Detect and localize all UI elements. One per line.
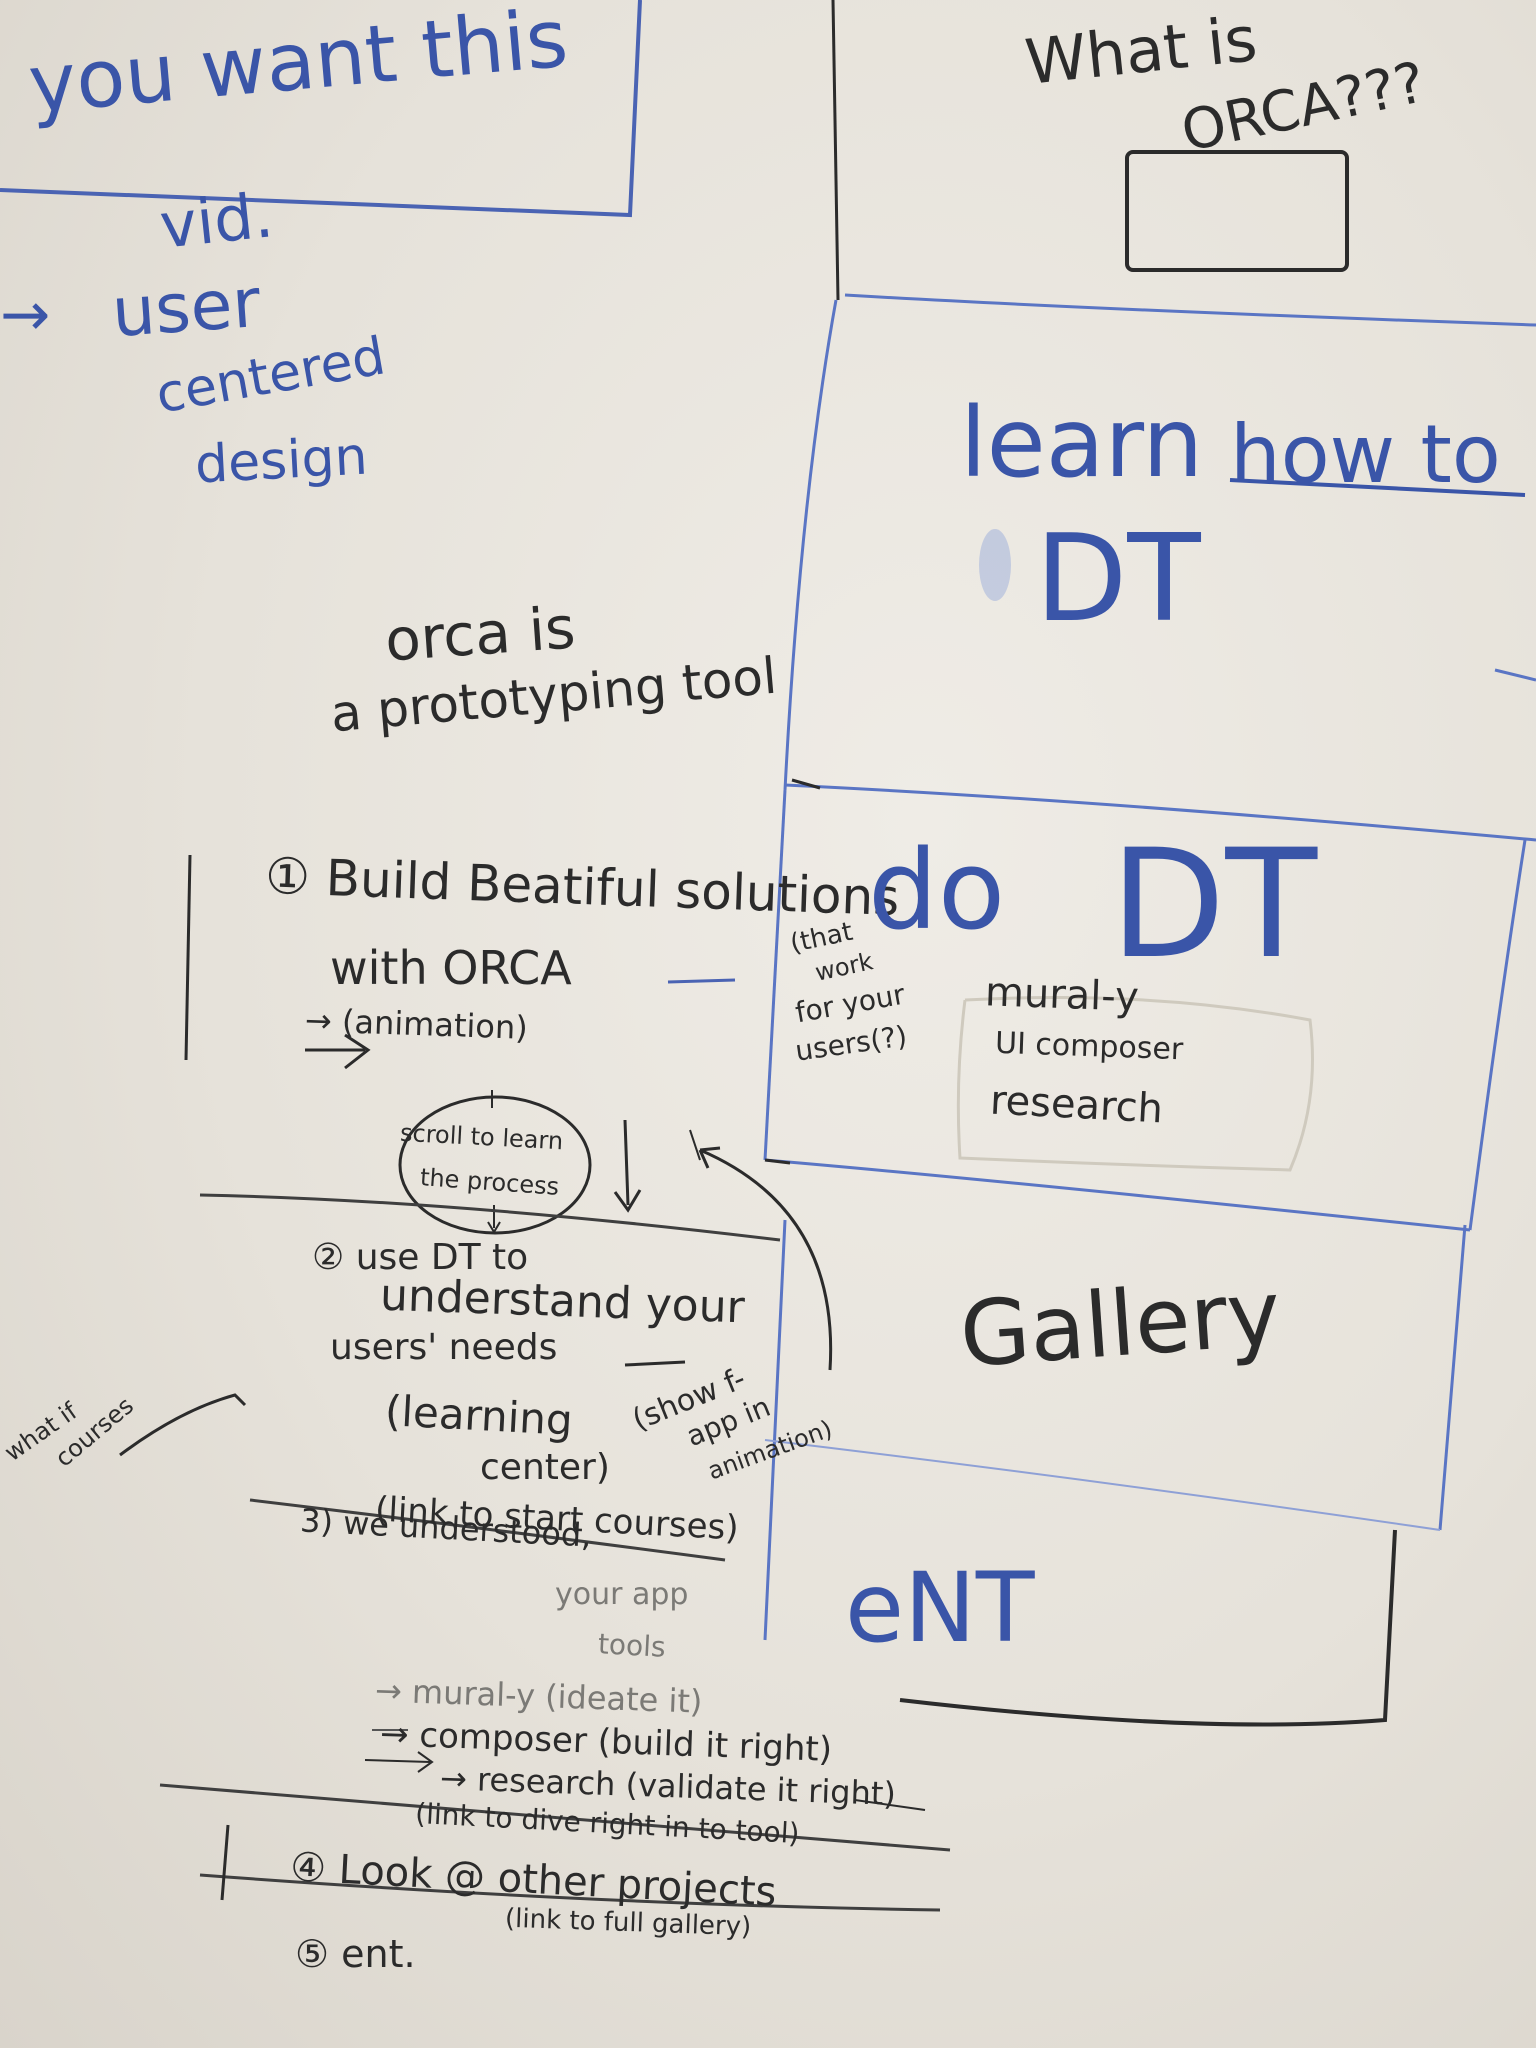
do-dt-label: DT	[1110, 818, 1318, 992]
mural-label-3: research	[988, 1077, 1165, 1133]
learn-dt-label: DT	[1035, 510, 1201, 649]
step2-line1: ② use DT to	[312, 1237, 529, 1278]
step1-subtitle: with ORCA	[330, 941, 572, 995]
step3-line2: your app	[555, 1577, 689, 1612]
how-to-struck: how to	[1230, 408, 1501, 501]
note-user: user	[109, 263, 263, 354]
do-label: do	[868, 826, 1006, 954]
step2-line2: understand your	[379, 1269, 746, 1334]
ent-label: eNT	[845, 1552, 1035, 1664]
step3-line3: tools	[597, 1627, 667, 1664]
mural-label-1: mural-y	[984, 969, 1140, 1021]
note-vid: vid.	[156, 178, 277, 263]
gallery-label: Gallery	[956, 1260, 1284, 1389]
note-arrow: →	[0, 280, 51, 350]
mural-label-2: UI composer	[994, 1025, 1184, 1068]
step5-title: ⑤ ent.	[295, 1932, 416, 1976]
step2-line3: users' needs	[330, 1327, 558, 1368]
note-design: design	[193, 426, 369, 496]
step2-note1: (learning	[383, 1386, 574, 1445]
learn-label: learn	[960, 387, 1204, 499]
orca-def-line1: orca is	[382, 593, 578, 675]
step1-note: → (animation)	[304, 1001, 529, 1047]
step2-note2: center)	[480, 1447, 610, 1488]
